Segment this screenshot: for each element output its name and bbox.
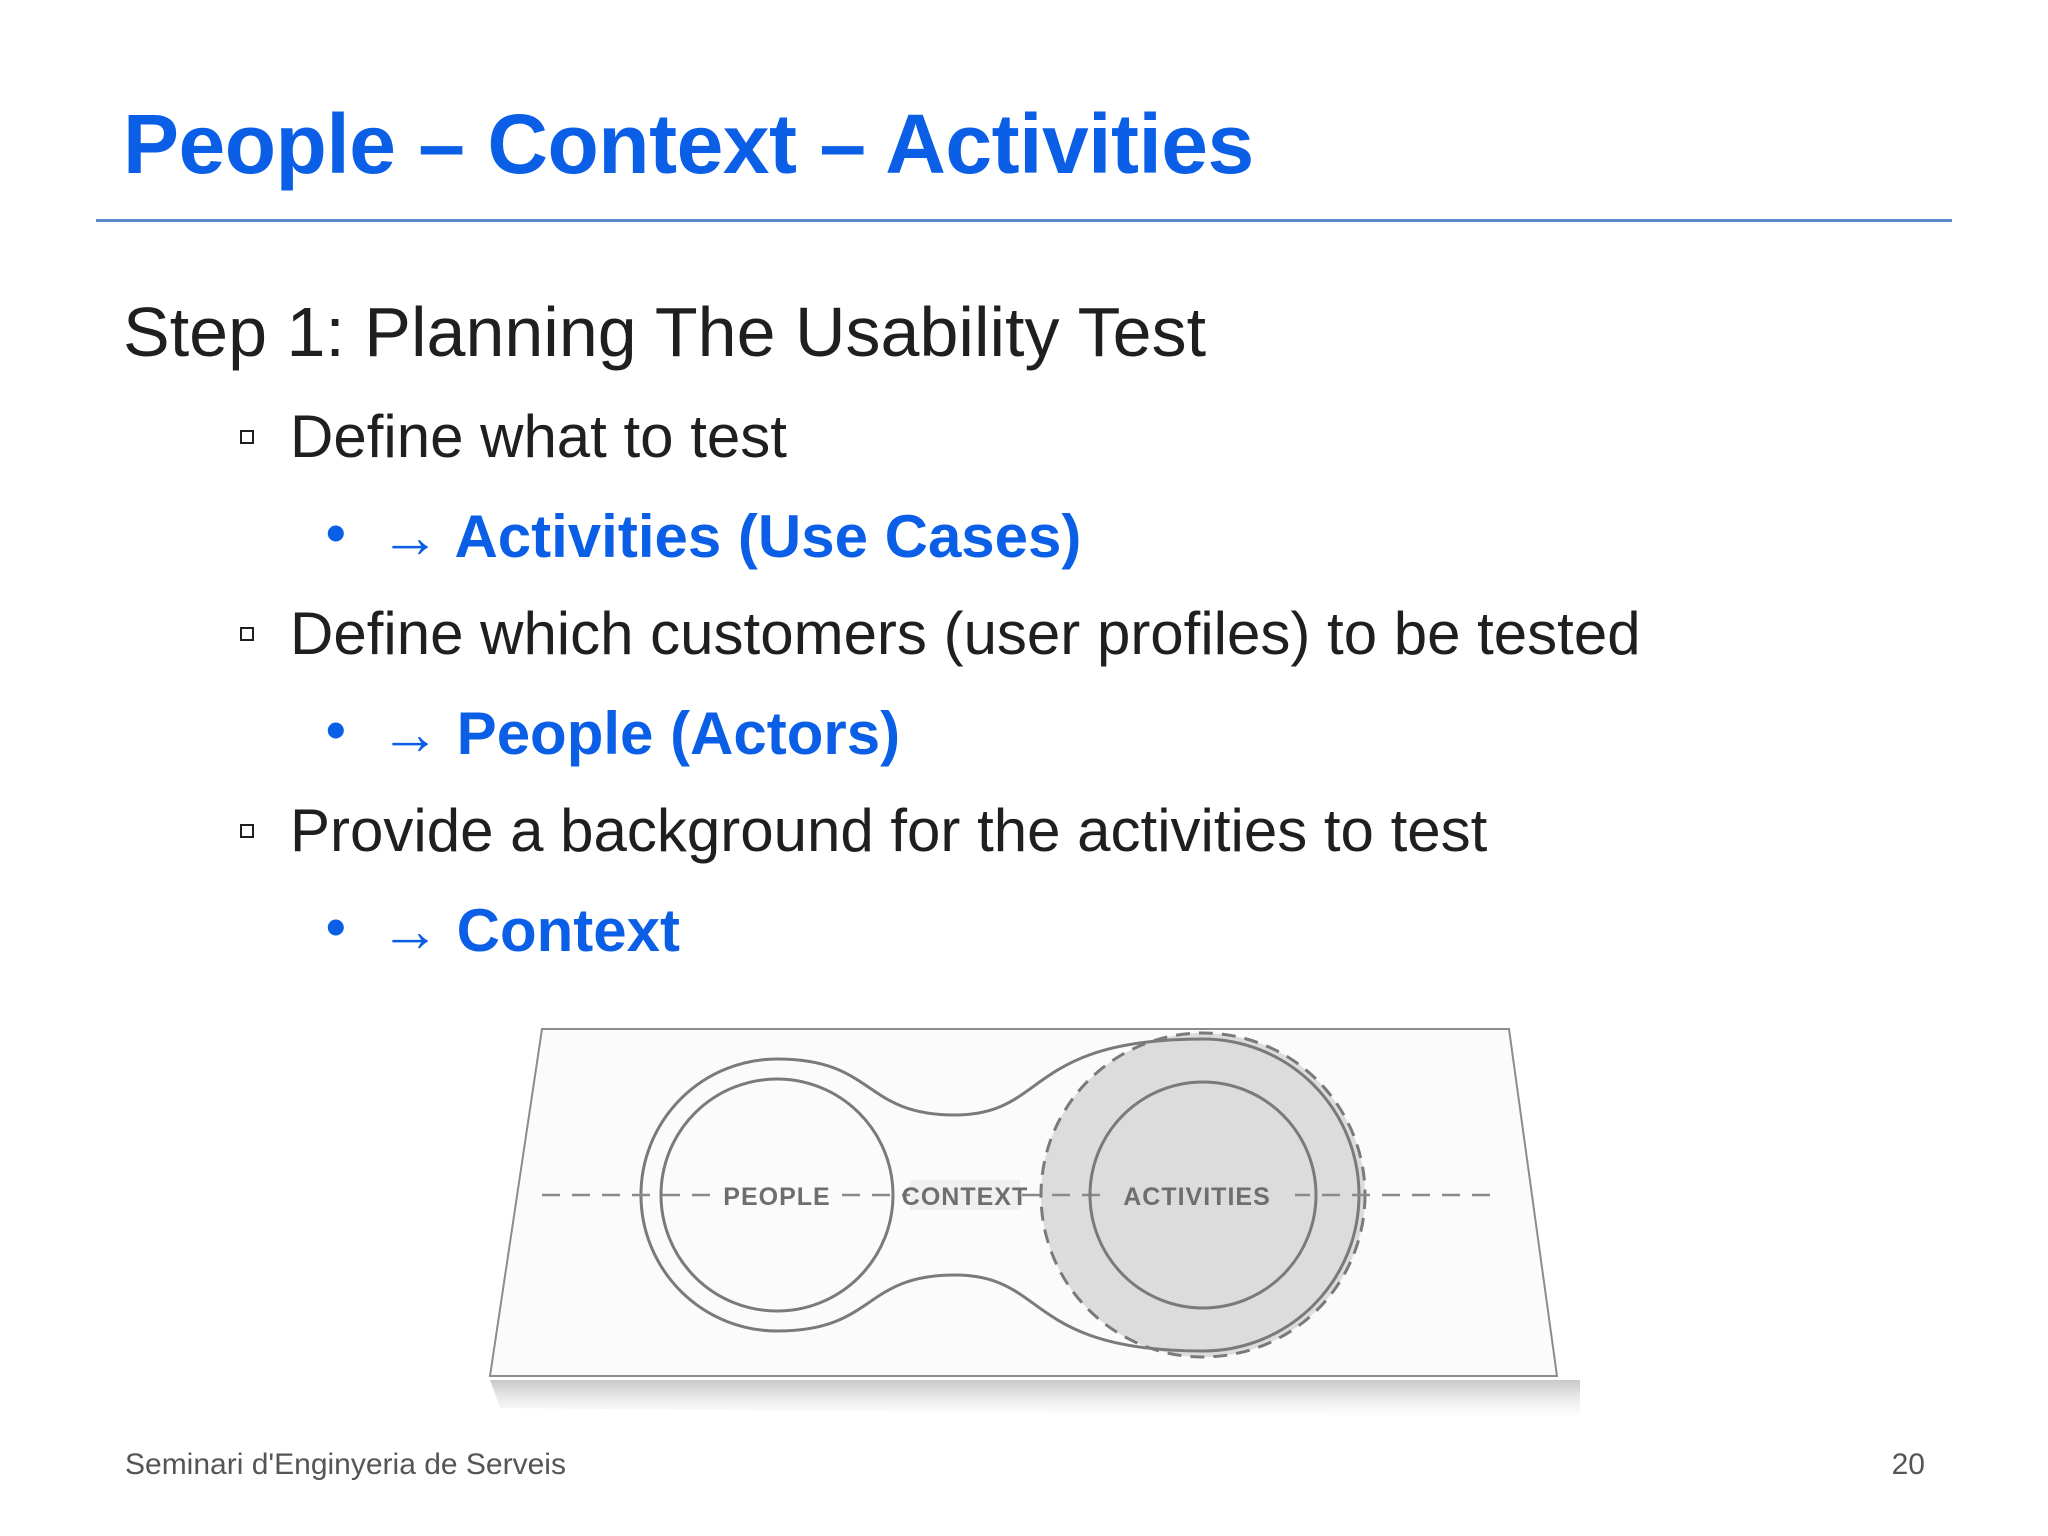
people-label: PEOPLE — [723, 1183, 830, 1211]
people-circle — [659, 1077, 895, 1313]
title-divider — [96, 219, 1952, 222]
bullet-item: Define which customers (user profiles) t… — [290, 600, 1641, 667]
square-bullet-icon — [240, 430, 254, 444]
slide-title: People – Context – Activities — [123, 97, 1254, 191]
bullet-item: Define what to test — [290, 403, 787, 470]
activities-label: ACTIVITIES — [1123, 1183, 1271, 1211]
dot-bullet-icon: • — [326, 895, 346, 958]
sub-bullet-item: → People (Actors) — [380, 700, 901, 767]
footer-course-name: Seminari d'Enginyeria de Serveis — [125, 1448, 566, 1481]
section-heading: Step 1: Planning The Usability Test — [123, 293, 1207, 371]
people-context-activities-diagram: PEOPLE CONTEXT ACTIVITIES — [480, 1020, 1580, 1440]
dot-bullet-icon: • — [326, 501, 346, 564]
page-number: 20 — [1891, 1448, 1925, 1481]
sub-bullet-item: → Activities (Use Cases) — [380, 503, 1082, 570]
diagram-graphic: PEOPLE CONTEXT ACTIVITIES — [488, 1028, 1580, 1418]
context-label-bg — [910, 1180, 1020, 1210]
context-outline — [639, 1037, 1361, 1353]
dot-bullet-icon: • — [326, 698, 346, 761]
activities-circle — [1088, 1080, 1318, 1310]
activities-label-bg — [1105, 1180, 1295, 1210]
square-bullet-icon — [240, 627, 254, 641]
bullet-item: Provide a background for the activities … — [290, 797, 1488, 864]
context-label: CONTEXT — [902, 1183, 1028, 1211]
card-shadow — [490, 1380, 1580, 1418]
sub-bullet-item: → Context — [380, 897, 680, 964]
square-bullet-icon — [240, 824, 254, 838]
people-label-bg — [712, 1180, 842, 1210]
